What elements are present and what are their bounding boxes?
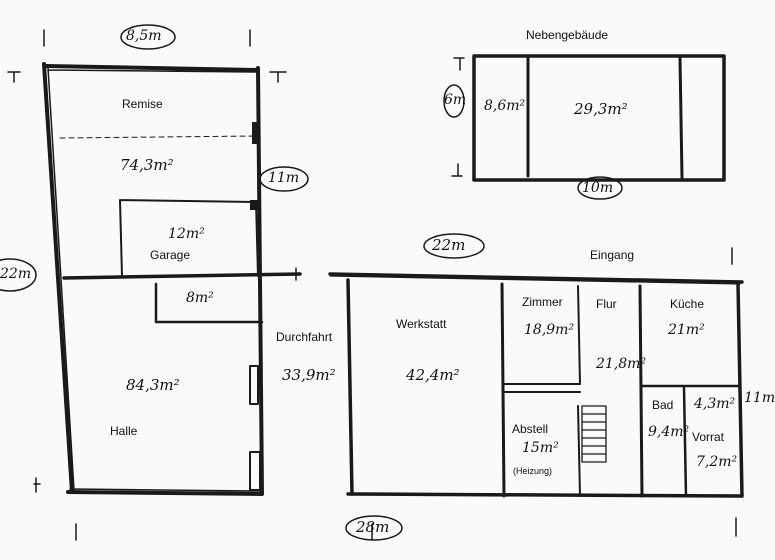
room-name-eingang: Eingang <box>590 248 635 262</box>
room-name-werkstatt: Werkstatt <box>396 317 447 331</box>
room-name-abstell: Abstell <box>512 422 549 436</box>
main-building-walls-sketch <box>47 67 261 492</box>
door-mark-1 <box>252 122 258 144</box>
werkstatt-left-wall <box>346 278 354 496</box>
dim-ticks <box>7 29 737 541</box>
kueche-left-wall <box>638 284 644 498</box>
area-garage: 12m² <box>168 226 205 242</box>
dim-annex-height: 6m <box>444 92 467 108</box>
dim-annex-width: 10m <box>582 180 614 196</box>
dim-oval-annex-w <box>577 176 623 200</box>
door-mark-4 <box>249 451 261 491</box>
area-kueche: 21m² <box>668 322 705 338</box>
dim-main-height: 11m <box>268 170 300 186</box>
dim-oval-left <box>0 258 37 292</box>
area-zimmer: 18,9m² <box>524 322 575 338</box>
area-vorrat: 7,2m² <box>696 454 738 470</box>
room-name-vorrat: Vorrat <box>692 430 725 444</box>
area-halle: 84,3m² <box>126 376 180 394</box>
room-name-durchfahrt: Durchfahrt <box>276 330 333 344</box>
area-remise: 74,3m² <box>120 156 174 174</box>
zimmer-left-wall <box>500 282 506 498</box>
room-name-flur: Flur <box>596 297 617 311</box>
dim-oval-bottom <box>345 515 403 541</box>
area-werkstatt: 42,4m² <box>406 366 460 384</box>
dim-center-width: 22m <box>432 236 466 254</box>
room-note-abstell: (Heizung) <box>513 466 553 476</box>
area-annex-left: 8,6m² <box>484 98 526 114</box>
page-title: Nebengebäude <box>526 28 609 42</box>
room-name-garage: Garage <box>150 248 191 262</box>
right-house-right <box>736 282 744 498</box>
remise-divider <box>59 135 257 139</box>
dim-right-height: 11m <box>744 390 775 406</box>
zimmer-right-wall <box>577 285 581 385</box>
area-annex-main: 29,3m² <box>574 100 628 118</box>
area-durchfahrt: 33,9m² <box>282 366 336 384</box>
room-name-bad: Bad <box>652 398 674 412</box>
dim-bottom-width: 28m <box>356 518 390 536</box>
main-building-walls <box>42 62 264 496</box>
horizontal-wall-main <box>62 272 302 280</box>
door-mark-2 <box>250 200 258 210</box>
room-name-kueche: Küche <box>670 297 705 311</box>
door-mark-3 <box>249 365 259 405</box>
bad-right-wall <box>682 386 688 498</box>
dim-left-height: 22m <box>0 266 32 282</box>
zimmer-bottom-wall <box>503 383 581 393</box>
room-name-zimmer: Zimmer <box>522 295 563 309</box>
room-name-halle: Halle <box>110 424 138 438</box>
room-name-remise: Remise <box>122 97 163 111</box>
annex-divider-2 <box>678 56 684 180</box>
dim-oval-center <box>423 233 485 259</box>
dim-oval-annex-h <box>443 84 465 118</box>
dim-top-width: 8,5m <box>126 28 162 44</box>
dim-oval-11m <box>259 166 309 192</box>
horizontal-wall-right <box>328 272 744 284</box>
abstell-right-wall <box>577 405 581 497</box>
area-bad: 9,4m² <box>648 424 690 440</box>
area-flur: 21,8m² <box>596 356 647 372</box>
area-small: 8m² <box>186 290 214 306</box>
dim-oval-top <box>120 24 176 50</box>
right-house-bottom <box>346 492 744 498</box>
area-abstell: 15m² <box>522 440 559 456</box>
stairs <box>581 405 607 463</box>
area-vorrat-upper: 4,3m² <box>694 396 736 412</box>
annex-walls <box>472 54 726 182</box>
small-room-walls <box>154 282 264 324</box>
